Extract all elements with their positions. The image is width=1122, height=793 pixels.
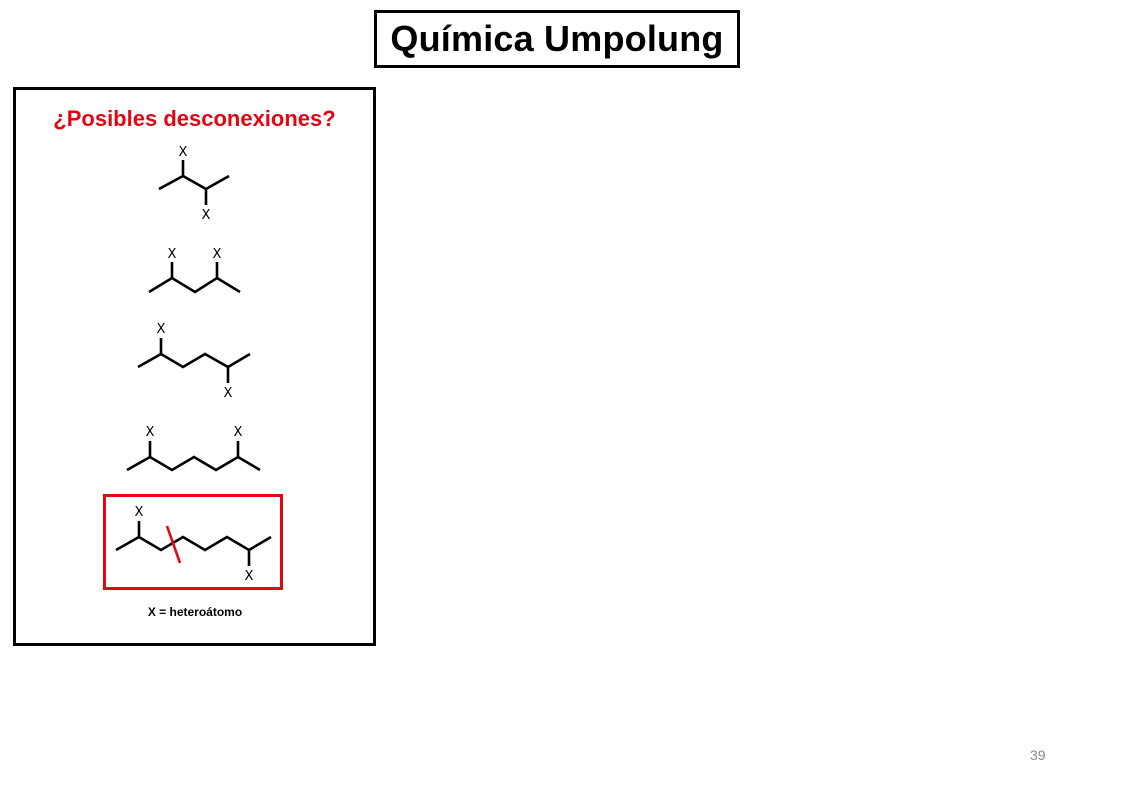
panel-title: ¿Posibles desconexiones? [53, 106, 336, 131]
molecule-1-4-label-top: X [157, 322, 166, 337]
disconnections-panel: ¿Posibles desconexiones? [13, 87, 376, 646]
molecule-1-6-label-bottom: X [245, 569, 254, 584]
molecule-1-3-label-right: X [213, 247, 222, 262]
disconnection-mark [165, 525, 182, 564]
slide-title-box: Química Umpolung [374, 10, 740, 68]
heteroatom-legend: X = heteroátomo [147, 605, 243, 619]
molecule-1-2-label-bottom: X [202, 208, 211, 223]
slide-title: Química Umpolung [390, 18, 724, 59]
highlight-frame [103, 494, 283, 590]
molecule-1-5 [126, 441, 261, 472]
molecule-1-5-label-right: X [234, 425, 243, 440]
molecule-1-2-label-top: X [179, 145, 188, 160]
molecule-1-3-label-left: X [168, 247, 177, 262]
molecule-1-6-label-top: X [135, 505, 144, 520]
molecule-1-5-label-left: X [146, 425, 155, 440]
molecule-1-2 [158, 160, 230, 205]
molecule-1-4-label-bottom: X [224, 386, 233, 401]
molecule-1-4 [137, 338, 251, 383]
molecule-structures: X X X X X X X X X X [115, 145, 272, 584]
molecule-1-3 [148, 262, 241, 294]
molecule-1-6 [115, 521, 272, 566]
page-number: 39 [1030, 747, 1046, 763]
